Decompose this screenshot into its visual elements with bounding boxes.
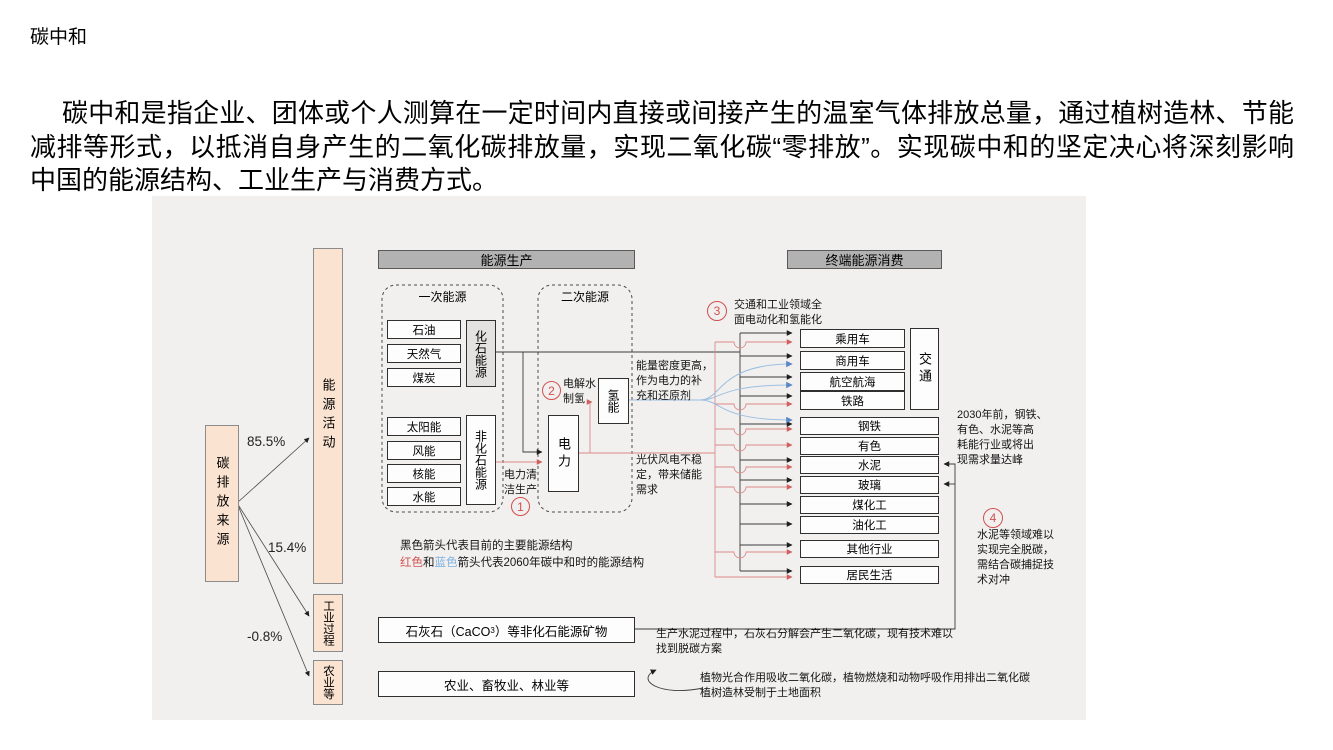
fuel-box-gas: 天然气: [387, 344, 461, 363]
fuel-box-nuclear: 核能: [387, 464, 461, 483]
hydrogen-box: 氢能: [598, 378, 629, 424]
industrial-process-box: 工业过程: [313, 594, 343, 652]
consumption-box-commercial-car: 商用车: [800, 351, 905, 370]
consumption-box-steel: 钢铁: [800, 417, 939, 435]
carbon-capture-note: 水泥等领域难以 实现完全脱碳， 需结合碳捕捉技 术对冲: [977, 528, 1054, 588]
transport-group-box: 交通: [910, 328, 939, 410]
peak-demand-line1: 2030年前，钢铁、: [957, 409, 1048, 421]
hydrogen-role-line3: 充和还原剂: [636, 390, 691, 402]
fuel-box-hydro: 水能: [387, 487, 461, 506]
fuel-box-wind: 风能: [387, 441, 461, 460]
cement-co2-note: 生产水泥过程中，石灰石分解会产生二氧化碳，现有技术难以 找到脱碳方案: [656, 627, 953, 657]
legend-black-line: 黑色箭头代表目前的主要能源结构: [400, 540, 573, 552]
clean-power-note-line1: 电力清: [504, 469, 537, 481]
fuel-box-coal: 煤炭: [387, 368, 461, 387]
electrolysis-note-line1: 电解水: [563, 378, 596, 390]
photosynthesis-note: 植物光合作用吸收二氧化碳，植物燃烧和动物呼吸作用排出二氧化碳 植树造林受制于土地…: [700, 671, 1030, 701]
energy-production-header: 能源生产: [378, 250, 635, 269]
hydrogen-role-line2: 作为电力的补: [636, 375, 702, 387]
clean-power-note: 电力清 洁生产: [504, 468, 537, 498]
fuel-box-solar: 太阳能: [387, 417, 461, 436]
circled-number-3: 3: [707, 301, 727, 321]
carbon-capture-note-line1: 水泥等领域难以: [977, 529, 1054, 541]
storage-need-line3: 需求: [636, 484, 658, 496]
storage-need-line2: 定，带来储能: [636, 469, 702, 481]
circled-number-1: 1: [511, 497, 530, 516]
page-title: 碳中和: [30, 27, 88, 48]
limestone-label-sub: 3: [490, 625, 495, 635]
consumption-box-coal-chemical: 煤化工: [800, 496, 939, 514]
consumption-box-aviation-shipping: 航空航海: [800, 372, 905, 391]
legend-rest: 箭头代表2060年碳中和时的能源结构: [457, 557, 645, 569]
electrification-note-line1: 交通和工业领域全: [734, 299, 822, 311]
legend-and-word: 和: [423, 557, 435, 569]
electrification-note-line2: 面电动化和氢能化: [734, 314, 822, 326]
storage-need-line1: 光伏风电不稳: [636, 454, 702, 466]
carbon-capture-note-line4: 术对冲: [977, 574, 1010, 586]
circled-number-4: 4: [983, 508, 1003, 528]
peak-demand-note: 2030年前，钢铁、 有色、水泥等高 耗能行业或将出 现需求量达峰: [957, 408, 1047, 468]
carbon-capture-note-line2: 实现完全脱碳，: [977, 544, 1054, 556]
photosynthesis-line2: 植树造林受制于土地面积: [700, 687, 821, 699]
current-structure-arrows: [494, 330, 956, 691]
consumption-box-oil-chemical: 油化工: [800, 516, 939, 534]
source-tree-arrows: [236, 437, 310, 677]
agriculture-box: 农业等: [313, 660, 343, 705]
cement-co2-line1: 生产水泥过程中，石灰石分解会产生二氧化碳，现有技术难以: [656, 628, 953, 640]
electricity-box: 电力: [548, 415, 579, 492]
consumption-box-passenger-car: 乘用车: [800, 329, 905, 348]
flow-lines-layer: [236, 284, 956, 691]
fossil-energy-group-box: 化石能源: [466, 320, 496, 387]
consumption-box-nonferrous: 有色: [800, 437, 939, 455]
electrolysis-note: 电解水 制氢: [563, 377, 596, 407]
legend-blue-word: 蓝色: [434, 557, 458, 569]
peak-demand-line3: 耗能行业或将出: [957, 439, 1034, 451]
primary-energy-title: 一次能源: [418, 290, 467, 304]
photosynthesis-line1: 植物光合作用吸收二氧化碳，植物燃烧和动物呼吸作用排出二氧化碳: [700, 672, 1030, 684]
clean-power-note-line2: 洁生产: [504, 484, 537, 496]
carbon-capture-note-line3: 需结合碳捕捉技: [977, 559, 1054, 571]
hydrogen-role-line1: 能量密度更高，: [636, 360, 713, 372]
future-red-arrows: [494, 339, 793, 580]
intro-paragraph: 碳中和是指企业、团体或个人测算在一定时间内直接或间接产生的温室气体排放总量，通过…: [30, 98, 1294, 195]
fuel-box-oil: 石油: [387, 320, 461, 339]
agriculture-forestry-box: 农业、畜牧业、林业等: [378, 671, 635, 697]
arrow-legend: 黑色箭头代表目前的主要能源结构 红色和蓝色箭头代表2060年碳中和时的能源结构: [400, 538, 644, 572]
circled-number-2: 2: [542, 381, 561, 400]
consumption-box-railway: 铁路: [800, 391, 905, 410]
consumption-box-cement: 水泥: [800, 456, 939, 474]
peak-demand-line4: 现需求量达峰: [957, 454, 1023, 466]
legend-red-word: 红色: [400, 557, 423, 569]
legend-future-line: 红色和蓝色箭头代表2060年碳中和时的能源结构: [400, 555, 644, 572]
share-industrial-process: 15.4%: [268, 540, 307, 555]
share-agriculture: -0.8%: [247, 629, 283, 644]
share-energy-activity: 85.5%: [247, 434, 286, 449]
consumption-box-residential: 居民生活: [800, 566, 939, 584]
peak-demand-line2: 有色、水泥等高: [957, 424, 1034, 436]
electrolysis-note-line2: 制氢: [563, 393, 585, 405]
consumption-box-other-industry: 其他行业: [800, 540, 939, 558]
electrification-note: 交通和工业领域全 面电动化和氢能化: [734, 298, 822, 328]
future-blue-arrows: [627, 360, 793, 424]
consumption-box-glass: 玻璃: [800, 476, 939, 494]
energy-activity-box: 能源活动: [313, 248, 343, 584]
carbon-neutral-diagram: 碳排放来源 85.5% 15.4% -0.8% 能源活动 工业过程 农业等 能源…: [152, 196, 1086, 720]
secondary-energy-outline: [537, 284, 633, 513]
emission-source-root-box: 碳排放来源: [205, 425, 239, 582]
secondary-energy-title: 二次能源: [560, 290, 609, 304]
storage-need-note: 光伏风电不稳 定，带来储能 需求: [636, 453, 702, 498]
limestone-label-post: ）等非化石能源矿物: [494, 624, 608, 639]
cement-co2-line2: 找到脱碳方案: [656, 643, 722, 655]
nonfossil-energy-group-box: 非化石能源: [466, 415, 496, 505]
terminal-consumption-header: 终端能源消费: [787, 250, 942, 269]
limestone-label-pre: 石灰石（CaCO: [405, 624, 491, 639]
hydrogen-role-note: 能量密度更高， 作为电力的补 充和还原剂: [636, 359, 713, 404]
